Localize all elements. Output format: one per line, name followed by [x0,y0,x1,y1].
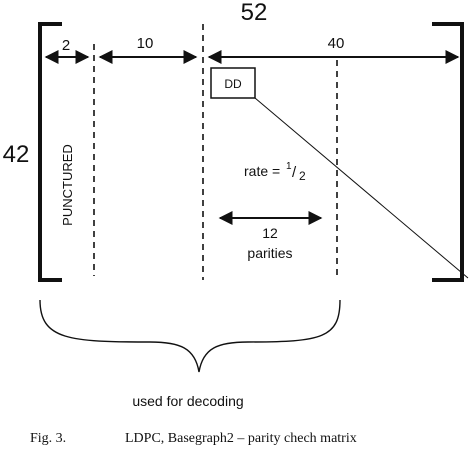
parities-label: parities [247,245,292,261]
rate-slash: / [292,164,297,181]
brace-label: used for decoding [132,393,243,409]
rate-prefix: rate = [244,163,280,179]
total-columns-label: 52 [241,0,268,26]
rate-denominator: 2 [299,169,306,183]
parities-count: 12 [262,225,278,241]
caption-number: Fig. 3. [30,431,66,446]
segment-parity-label: 40 [328,35,345,52]
dd-box [210,67,256,99]
identity-diagonal [254,97,469,279]
segment-punctured-label: 2 [62,37,70,54]
dd-label: DD [224,77,242,91]
rows-label: 42 [3,141,30,168]
punctured-label: PUNCTURED [60,144,75,226]
segment-second-label: 10 [137,35,154,52]
rate-numerator: 1 [286,161,292,172]
caption-text: LDPC, Basegraph2 – parity chech matrix [125,431,357,446]
right-bracket [432,22,464,282]
rate-label: rate = [244,163,280,179]
decoding-brace [39,299,341,373]
left-bracket [38,22,62,282]
